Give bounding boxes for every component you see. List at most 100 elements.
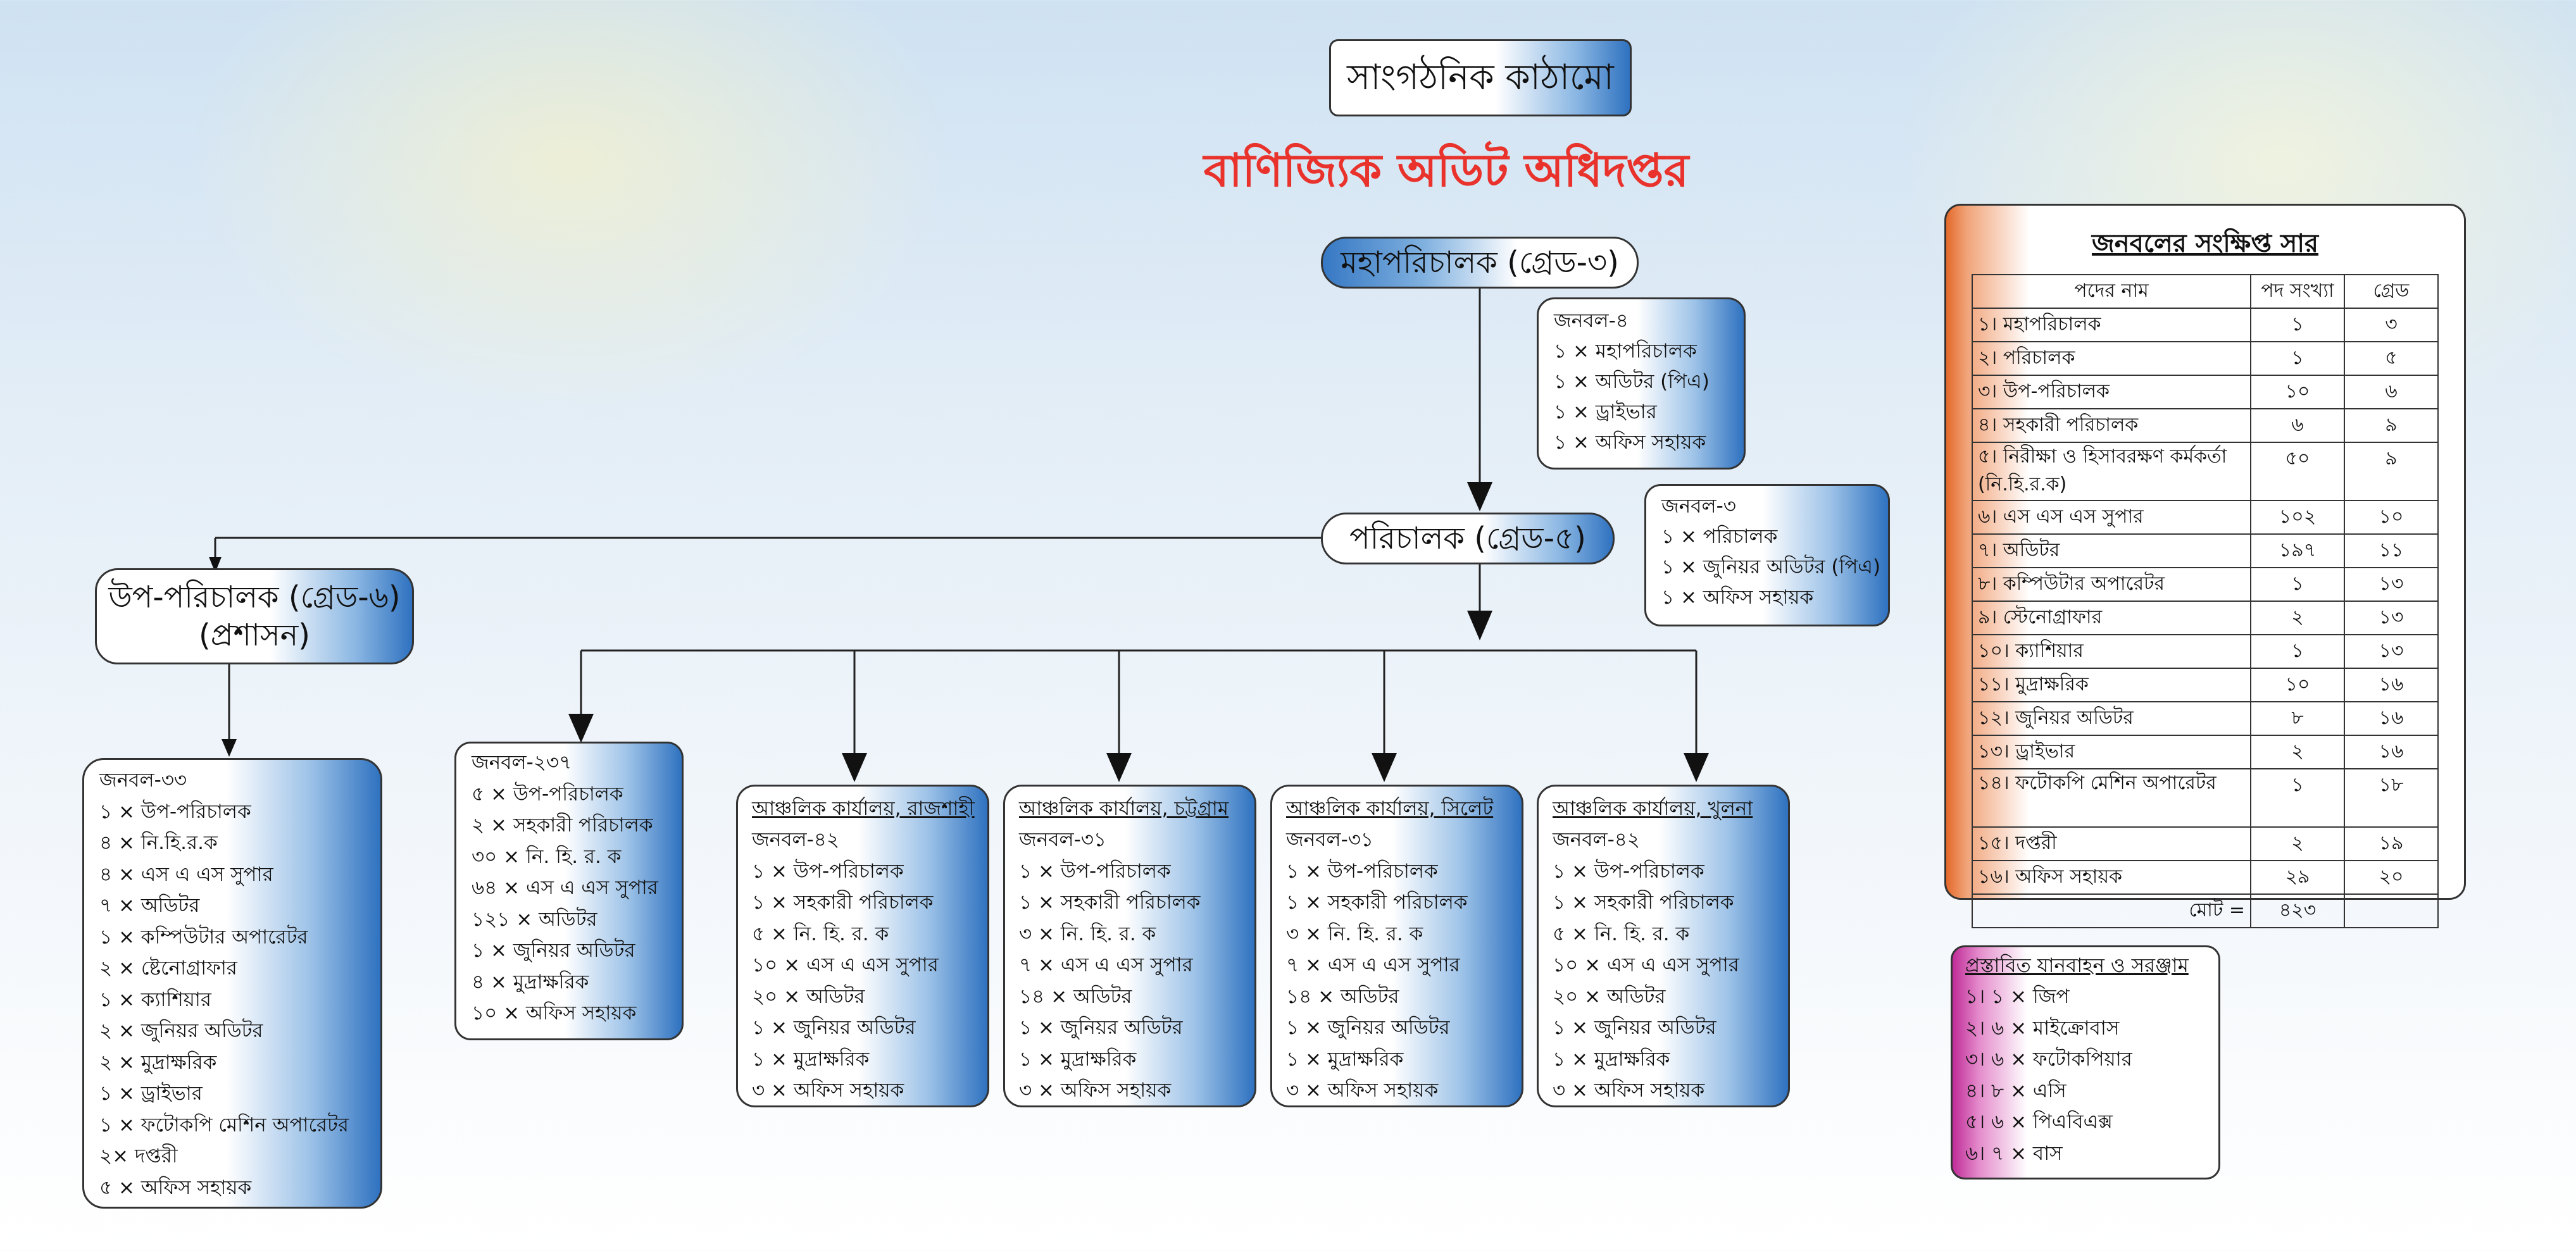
admin-deputy-director-sublabel: (প্রশাসন)	[199, 618, 310, 653]
structure-badge-text: সাংগঠনিক কাঠামো	[1347, 57, 1614, 98]
post-name-cell: ১৩। ড্রাইভার	[1972, 735, 2251, 769]
director-manpower-box: জনবল-৩ ১ × পরিচালক ১ × জুনিয়র অডিটর (পি…	[1644, 484, 1890, 626]
list-item: ১ × উপ-পরিচালক	[99, 800, 251, 823]
manpower-label: জনবল-৪২	[752, 828, 840, 851]
list-item: ১। ১ × জিপ	[1965, 985, 2070, 1008]
hq-manpower-list: জনবল-২৩৭ ৫ × উপ-পরিচালক ২ × সহকারী পরিচা…	[472, 747, 658, 1030]
list-item: ৬। ৭ × বাস	[1965, 1142, 2063, 1165]
regional-office-list: আঞ্চলিক কার্যালয়, খুলনা জনবল-৪২ ১ × উপ-…	[1553, 793, 1753, 1107]
post-name-cell: ৫। নিরীক্ষা ও হিসাবরক্ষণ কর্মকর্তা (নি.হ…	[1972, 442, 2251, 501]
list-item: ১ × ড্রাইভার	[1554, 401, 1657, 423]
grade-cell: ১৩	[2344, 601, 2439, 635]
post-name-cell: ৪। সহকারী পরিচালক	[1972, 408, 2251, 443]
admin-manpower-box: জনবল-৩৩ ১ × উপ-পরিচালক ৪ × নি.হি.র.ক ৪ ×…	[82, 758, 382, 1209]
post-count-cell: ১	[2250, 634, 2345, 669]
list-item: ১ × উপ-পরিচালক	[1019, 859, 1171, 883]
post-name-cell: ২। পরিচালক	[1972, 341, 2251, 376]
list-item: ১০ × এস এ এস সুপার	[1553, 954, 1739, 976]
regional-office-list: আঞ্চলিক কার্যালয়, চট্টগ্রাম জনবল-৩১ ১ ×…	[1019, 793, 1229, 1107]
post-name-cell: ১৪। ফটোকপি মেশিন অপারেটর	[1972, 768, 2251, 828]
list-item: ১ × সহকারী পরিচালক	[1286, 891, 1468, 914]
grade-cell: ১৩	[2344, 567, 2439, 602]
post-count-cell: ১	[2250, 341, 2345, 376]
post-count-cell: ২	[2250, 826, 2345, 861]
list-item: ১০ × এস এ এস সুপার	[752, 954, 939, 976]
list-item: ৫। ৬ × পিএবিএক্স	[1965, 1111, 2113, 1133]
director-general-node: মহাপরিচালক (গ্রেড-৩)	[1321, 237, 1639, 289]
table-row: ৫। নিরীক্ষা ও হিসাবরক্ষণ কর্মকর্তা (নি.হ…	[1972, 442, 2439, 501]
vehicles-list: প্রস্তাবিত যানবাহন ও সরঞ্জাম ১। ১ × জিপ …	[1965, 950, 2189, 1169]
list-item: ১ × জুনিয়র অডিটর (পিএ)	[1661, 556, 1881, 578]
post-name-cell: ৮। কম্পিউটার অপারেটর	[1972, 567, 2251, 602]
regional-office-title: আঞ্চলিক কার্যালয়, রাজশাহী	[752, 797, 975, 820]
regional-office-list: আঞ্চলিক কার্যালয়, রাজশাহী জনবল-৪২ ১ × উ…	[752, 793, 975, 1107]
grade-cell: ১৩	[2344, 634, 2439, 669]
list-item: ৪ × মুদ্রাক্ষরিক	[472, 970, 589, 993]
total-grade-empty	[2344, 893, 2439, 928]
post-name-cell: ৭। অডিটর	[1972, 533, 2251, 568]
list-item: ১২১ × অডিটর	[472, 907, 597, 931]
list-item: ১ × জুনিয়র অডিটর	[752, 1016, 916, 1039]
list-item: ১ × জুনিয়র অডিটর	[1019, 1016, 1183, 1039]
list-item: ১ × মুদ্রাক্ষরিক	[1553, 1047, 1670, 1071]
list-item: ৫ × উপ-পরিচালক	[472, 782, 623, 806]
list-item: ১ × অফিস সহায়ক	[1554, 431, 1706, 454]
list-item: ১ × জুনিয়র অডিটর	[1286, 1016, 1450, 1039]
list-item: ১ × মহাপরিচালক	[1554, 340, 1697, 363]
regional-office-rajshahi: আঞ্চলিক কার্যালয়, রাজশাহী জনবল-৪২ ১ × উ…	[736, 785, 989, 1107]
grade-cell: ১৬	[2344, 735, 2439, 769]
grade-cell: ৬	[2344, 375, 2439, 409]
list-item: ২ × ষ্টেনোগ্রাফার	[99, 957, 237, 980]
grade-cell: ৩	[2344, 308, 2439, 342]
list-item: ৩ × অফিস সহায়ক	[1019, 1079, 1172, 1102]
post-name-cell: ১৬। অফিস সহায়ক	[1972, 860, 2251, 895]
manpower-label: জনবল-৩১	[1286, 828, 1374, 851]
list-item: ১ × ফটোকপি মেশিন অপারেটর	[99, 1113, 349, 1136]
list-item: ২× দপ্তরী	[99, 1145, 178, 1167]
list-item: ১ × অফিস সহায়ক	[1661, 586, 1814, 609]
list-item: ১ × মুদ্রাক্ষরিক	[1019, 1047, 1137, 1071]
vehicles-panel: প্রস্তাবিত যানবাহন ও সরঞ্জাম ১। ১ × জিপ …	[1951, 945, 2220, 1179]
post-count-cell: ২	[2250, 601, 2345, 635]
manpower-summary-title: জনবলের সংক্ষিপ্ত সার	[2091, 229, 2319, 258]
post-name-cell: ১১। মুদ্রাক্ষরিক	[1972, 668, 2251, 702]
director-label: পরিচালক (গ্রেড-৫)	[1349, 521, 1586, 556]
post-name-cell: ৩। উপ-পরিচালক	[1972, 375, 2251, 409]
list-item: ৫ × অফিস সহায়ক	[99, 1176, 252, 1199]
regional-office-chattogram: আঞ্চলিক কার্যালয়, চট্টগ্রাম জনবল-৩১ ১ ×…	[1003, 785, 1256, 1107]
column-header: পদ সংখ্যা	[2250, 274, 2345, 309]
manpower-label: জনবল-২৩৭	[472, 751, 572, 774]
post-name-cell: ১০। ক্যাশিয়ার	[1972, 634, 2251, 669]
list-item: ৩। ৬ × ফটোকপিয়ার	[1965, 1048, 2132, 1071]
structure-badge: সাংগঠনিক কাঠামো	[1329, 39, 1632, 116]
post-count-cell: ২	[2250, 735, 2345, 769]
grade-cell: ১০	[2344, 500, 2439, 535]
list-item: ১ × কম্পিউটার অপারেটর	[99, 925, 308, 949]
director-general-manpower-box: জনবল-৪ ১ × মহাপরিচালক ১ × অডিটর (পিএ) ১ …	[1537, 297, 1746, 470]
list-item: ১ × উপ-পরিচালক	[1286, 859, 1438, 883]
list-item: ৩ × অফিস সহায়ক	[752, 1079, 904, 1102]
list-item: ১৪ × অডিটর	[1286, 985, 1399, 1008]
post-name-cell: ৯। স্টেনোগ্রাফার	[1972, 601, 2251, 635]
list-item: ৭ × এস এ এস সুপার	[1019, 954, 1193, 976]
manpower-label: জনবল-৩৩	[99, 769, 187, 792]
list-item: ১ × মুদ্রাক্ষরিক	[752, 1047, 870, 1071]
director-general-manpower-list: জনবল-৪ ১ × মহাপরিচালক ১ × অডিটর (পিএ) ১ …	[1554, 306, 1710, 457]
manpower-label: জনবল-৪২	[1553, 828, 1641, 851]
list-item: ২। ৬ × মাইক্রোবাস	[1965, 1016, 2120, 1040]
post-name-cell: ৬। এস এস এস সুপার	[1972, 500, 2251, 535]
page-title: বাণিজ্যিক অডিট অধিদপ্তর	[1203, 144, 1689, 197]
manpower-label: জনবল-৩১	[1019, 828, 1107, 851]
grade-cell: ২০	[2344, 860, 2439, 895]
post-count-cell: ১	[2250, 308, 2345, 342]
grade-cell: ৯	[2344, 408, 2439, 443]
list-item: ২০ × অডিটর	[752, 985, 865, 1008]
